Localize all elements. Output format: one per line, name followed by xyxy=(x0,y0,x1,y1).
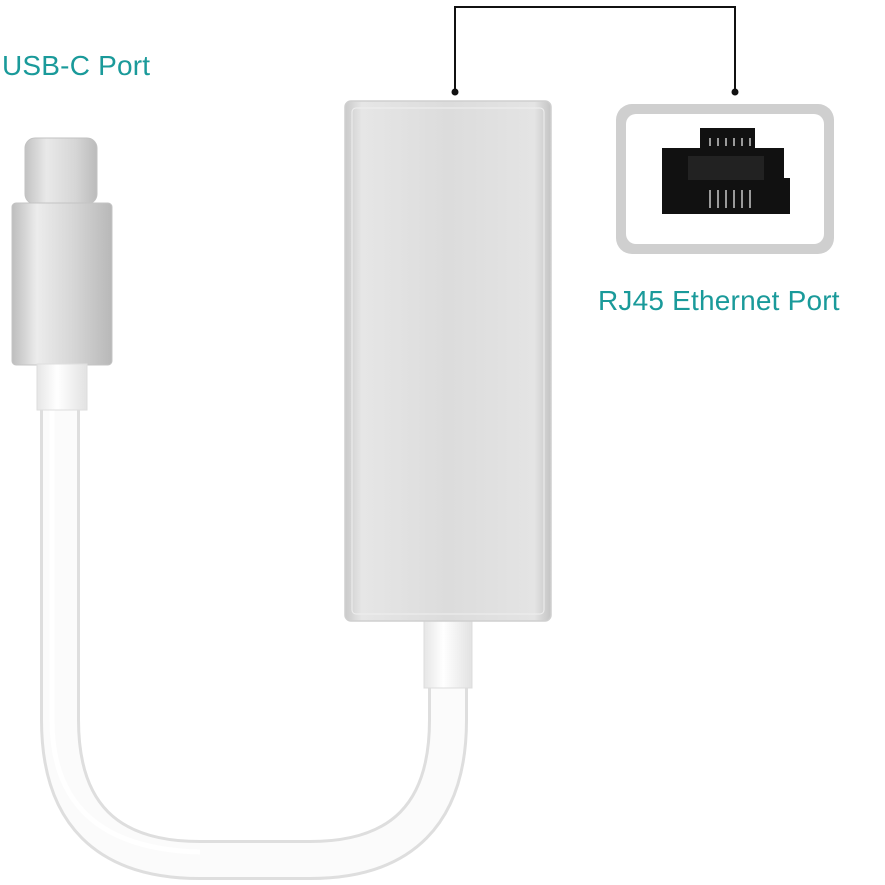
rj45-socket-icon xyxy=(616,104,834,254)
adapter-body xyxy=(344,100,552,622)
cable xyxy=(40,405,468,880)
callout-line xyxy=(451,6,739,96)
usb-c-port-label: USB-C Port xyxy=(2,50,151,81)
usb-c-connector-icon xyxy=(11,137,113,411)
adapter-strain-relief xyxy=(423,617,473,689)
rj45-ethernet-port-label: RJ45 Ethernet Port xyxy=(598,285,840,316)
